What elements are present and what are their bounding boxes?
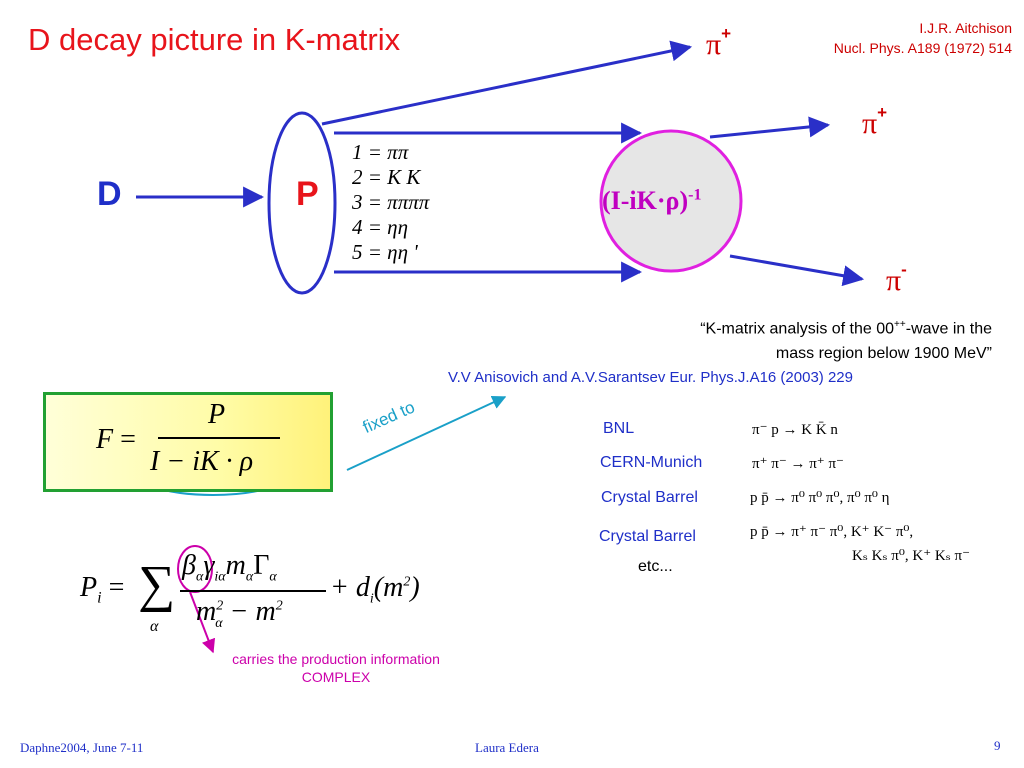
experiment-reaction-crystal-barrel-2-line1: p p̄ → π⁺ π⁻ π⁰, K⁺ K⁻ π⁰, [750, 524, 914, 540]
formula-f-denominator: I − iK · ρ [150, 446, 254, 477]
kmatrix-inverse-label: (I-iK·ρ)-1 [602, 186, 702, 215]
experiment-reaction-crystal-barrel-2-line2: Kₛ Kₛ π⁰, K⁺ Kₛ π⁻ [852, 548, 970, 564]
experiment-reaction-crystal-barrel-1: p p̄ → π⁰ π⁰ π⁰, π⁰ π⁰ η [750, 490, 890, 506]
formula-f-box [43, 392, 333, 492]
footer-page-number: 9 [994, 738, 1001, 753]
beta-highlight-circle [177, 545, 213, 593]
pi-plus-top-label: π+ [706, 24, 732, 61]
channel-item: 5 = ηη ' [352, 240, 418, 264]
anisovich-reference: V.V Anisovich and A.V.Sarantsev Eur. Phy… [448, 369, 853, 386]
pi-minus-label: π- [886, 260, 907, 297]
channel-item: 4 = ηη [352, 215, 409, 239]
carries-arrow [189, 591, 216, 654]
pi-plus-mid-label: π+ [862, 103, 888, 140]
p-vector-label: P [296, 175, 319, 213]
formula-p-fraction-bar [180, 590, 326, 592]
paper-title-quote: “K-matrix analysis of the 00++-wave in t… [700, 319, 992, 363]
experiment-name-cern-munich: CERN-Munich [600, 454, 703, 471]
fixed-to-arrow [346, 395, 507, 471]
reference-citation: I.J.R. Aitchison Nucl. Phys. A189 (1972)… [834, 18, 1012, 58]
formula-p-denominator: m2α − m2 [196, 596, 283, 631]
formula-p-background-term: + di(m2) [330, 572, 420, 607]
reference-journal: Nucl. Phys. A189 (1972) 514 [833, 40, 1012, 56]
formula-p-lhs: Pi = [80, 572, 125, 607]
channel-item: 1 = ππ [352, 140, 409, 164]
experiment-name-crystal-barrel-2: Crystal Barrel [599, 528, 696, 545]
experiment-name-bnl: BNL [603, 420, 635, 437]
pi-top-arrow [321, 40, 693, 126]
pi-mid-arrow [709, 116, 831, 139]
formula-p-numerator: βαγiαmαΓα [182, 550, 277, 585]
channel-item: 3 = ππππ [352, 190, 430, 214]
experiment-reaction-bnl: π⁻ p → K K̄ n [752, 422, 838, 438]
experiment-reaction-cern-munich: π⁺ π⁻ → π⁺ π⁻ [752, 456, 844, 472]
experiment-name-crystal-barrel-1: Crystal Barrel [601, 489, 698, 506]
footer-author: Laura Edera [475, 740, 539, 755]
reference-author: I.J.R. Aitchison [919, 20, 1012, 36]
formula-f-fraction-bar [158, 437, 280, 439]
kmatrix-circle [599, 129, 743, 273]
formula-f-numerator: P [208, 399, 226, 430]
summation-symbol: ∑ [138, 556, 176, 613]
footer-conference: Daphne2004, June 7-11 [20, 740, 144, 755]
summation-index: α [150, 618, 159, 635]
p-vertex-ellipse [267, 111, 337, 295]
production-info-note: carries the production information COMPL… [232, 651, 440, 685]
experiments-etc: etc... [638, 558, 673, 575]
formula-f-lhs: F = [96, 424, 136, 455]
channel-list: 1 = ππ 2 = K K 3 = ππππ 4 = ηη 5 = ηη ' [352, 140, 429, 265]
d-meson-label: D [97, 175, 122, 213]
channel-item: 2 = K K [352, 165, 421, 189]
slide-title: D decay picture in K-matrix [28, 22, 401, 57]
pi-bottom-arrow [729, 254, 865, 287]
